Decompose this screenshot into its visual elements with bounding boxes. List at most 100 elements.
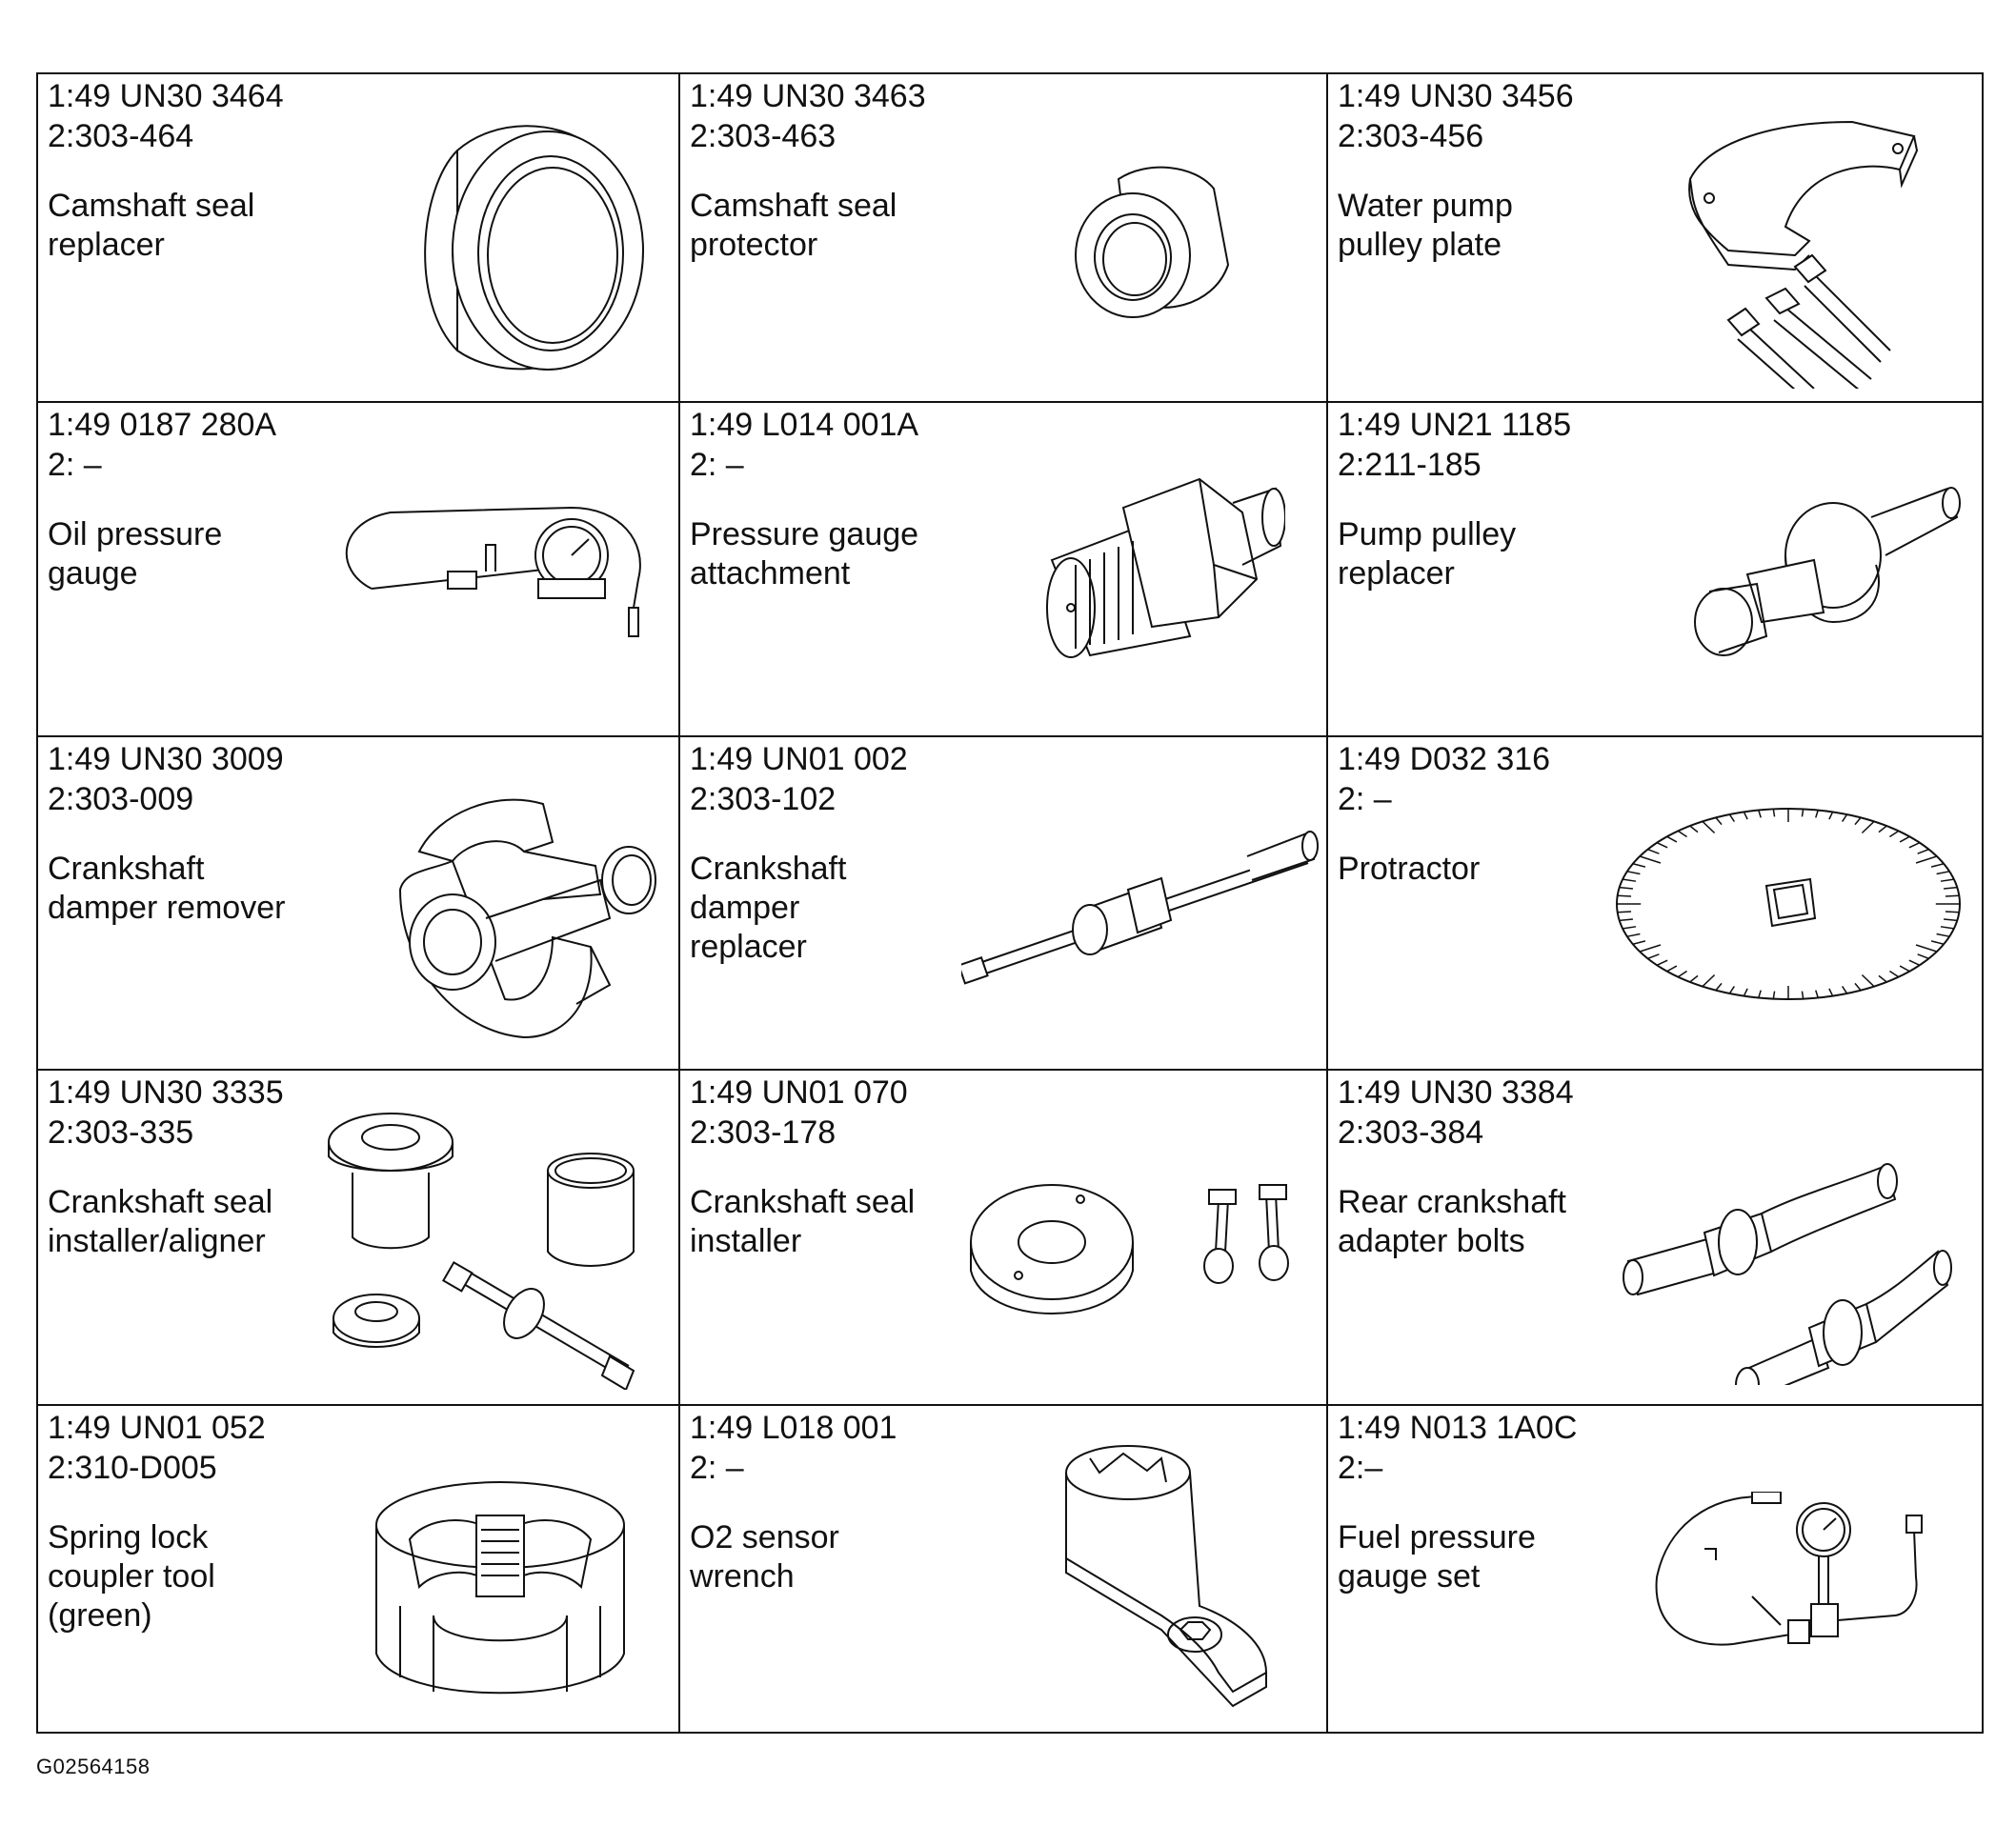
part-number-2: 2:303-009 (48, 781, 194, 817)
protractor-tick (1879, 975, 1886, 982)
protractor-tick (1900, 966, 1909, 972)
tool-cell: 1:49 UN30 3464 2:303-464 Camshaft seal r… (38, 74, 680, 403)
part-number-1: 1:49 UN01 070 (690, 1074, 908, 1111)
protractor-tick (1862, 974, 1874, 986)
part-numbers: 1:49 UN01 052 2:310-D005 (48, 1408, 266, 1488)
part-number-1: 1:49 UN30 3335 (48, 1074, 284, 1111)
protractor-tick (1773, 992, 1774, 999)
tool-name-line: Crankshaft (48, 851, 205, 887)
protractor-tick (1945, 912, 1959, 913)
part-numbers: 1:49 UN30 3456 2:303-456 (1338, 76, 1574, 156)
protractor-tick (1916, 945, 1937, 952)
tool-cell: 1:49 N013 1A0C 2:– Fuel pressure gauge s… (1328, 1406, 1982, 1732)
figure-id: G02564158 (36, 1755, 151, 1778)
protractor-tick (1648, 850, 1660, 854)
part-number-1: 1:49 UN30 3464 (48, 78, 284, 114)
part-number-2: 2: – (690, 1450, 744, 1486)
tool-name-line: Crankshaft seal (690, 1184, 916, 1220)
part-numbers: 1:49 UN01 002 2:303-102 (690, 739, 908, 819)
tool-name-line: damper (690, 890, 800, 926)
tool-cell: 1:49 D032 316 2: – Protractor (1328, 737, 1982, 1071)
tool-name-line: Rear crankshaft (1338, 1184, 1566, 1220)
protractor-tick (1716, 817, 1722, 824)
tool-cell: 1:49 UN01 070 2:303-178 Crankshaft seal … (680, 1071, 1328, 1406)
part-number-2: 2:303-456 (1338, 118, 1484, 154)
protractor-tick (1862, 821, 1874, 833)
tool-name: Pressure gauge attachment (690, 515, 1004, 593)
protractor-tick (1909, 843, 1920, 848)
protractor-tick (1744, 812, 1747, 819)
tool-cell: 1:49 L014 001A 2: – Pressure gauge attac… (680, 403, 1328, 737)
protractor-tick (1889, 831, 1898, 836)
part-number-2: 2:303-102 (690, 781, 837, 817)
part-number-1: 1:49 D032 316 (1338, 741, 1551, 777)
part-number-2: 2:303-178 (690, 1114, 837, 1151)
tool-cell: 1:49 UN30 3463 2:303-463 Camshaft seal p… (680, 74, 1328, 403)
tool-name-line: gauge set (1338, 1558, 1481, 1595)
tool-name: Oil pressure gauge (48, 515, 362, 593)
tool-name: Fuel pressure gauge set (1338, 1518, 1652, 1596)
protractor-tick (1729, 986, 1734, 993)
protractor-tick (1931, 941, 1944, 944)
part-number-1: 1:49 L018 001 (690, 1410, 897, 1446)
water-pump-pulley-plate-illustration (1671, 103, 1957, 389)
protractor-tick (1703, 974, 1715, 986)
tool-name-line: replacer (1338, 555, 1455, 592)
protractor-tick (1773, 809, 1774, 816)
fuel-pressure-gauge-set-illustration (1647, 1492, 1952, 1682)
tool-name-line: wrench (690, 1558, 795, 1595)
protractor-tick (1843, 814, 1847, 822)
tool-name-line: Pressure gauge (690, 516, 919, 552)
part-numbers: 1:49 L018 001 2: – (690, 1408, 897, 1488)
protractor-tick (1678, 831, 1686, 836)
part-number-1: 1:49 0187 280A (48, 407, 277, 443)
part-number-1: 1:49 UN30 3009 (48, 741, 284, 777)
protractor-tick (1816, 811, 1819, 818)
tool-name-line: Crankshaft (690, 851, 847, 887)
tool-name: Water pump pulley plate (1338, 187, 1652, 265)
tool-name: Crankshaft damper remover (48, 850, 362, 928)
part-number-1: 1:49 UN30 3456 (1338, 78, 1574, 114)
part-number-2: 2: – (1338, 781, 1392, 817)
part-numbers: 1:49 UN30 3384 2:303-384 (1338, 1073, 1574, 1153)
part-number-2: 2:303-463 (690, 118, 837, 154)
protractor-tick (1816, 991, 1819, 998)
protractor-tick (1944, 919, 1957, 920)
part-number-2: 2: – (690, 447, 744, 483)
protractor-tick (1855, 983, 1861, 990)
protractor-tick (1909, 960, 1920, 965)
tool-name-line: Fuel pressure (1338, 1519, 1536, 1555)
protractor-tick (1627, 933, 1641, 936)
tool-name-line: damper remover (48, 890, 286, 926)
protractor-tick (1648, 954, 1660, 959)
protractor-tick (1667, 836, 1677, 842)
tool-name-line: Water pump (1338, 188, 1513, 224)
tool-name-line: Camshaft seal (690, 188, 897, 224)
tool-cell: 1:49 UN21 1185 2:211-185 Pump pulley rep… (1328, 403, 1982, 737)
part-numbers: 1:49 UN30 3464 2:303-464 (48, 76, 284, 156)
protractor-tick (1802, 992, 1803, 999)
tool-cell: 1:49 UN01 002 2:303-102 Crankshaft dampe… (680, 737, 1328, 1071)
o2-sensor-wrench-illustration (1047, 1435, 1276, 1711)
tool-name: Rear crankshaft adapter bolts (1338, 1183, 1652, 1261)
protractor-tick (1879, 826, 1886, 833)
tool-name-line: Camshaft seal (48, 188, 255, 224)
protractor-tick (1802, 809, 1803, 816)
part-number-1: 1:49 L014 001A (690, 407, 919, 443)
tool-name-line: O2 sensor (690, 1519, 839, 1555)
protractor-tick (1640, 945, 1661, 952)
protractor-tick (1690, 826, 1698, 833)
protractor-tick (1944, 888, 1957, 889)
part-number-2: 2: – (48, 447, 102, 483)
pressure-gauge-attachment-illustration (1038, 474, 1285, 665)
protractor-tick (1941, 879, 1954, 881)
tool-cell: 1:49 UN01 052 2:310-D005 Spring lock cou… (38, 1406, 680, 1732)
protractor-tick (1931, 864, 1944, 867)
part-number-1: 1:49 UN01 002 (690, 741, 908, 777)
tool-name-line: protector (690, 227, 818, 263)
part-numbers: 1:49 N013 1A0C 2:– (1338, 1408, 1577, 1488)
spring-lock-coupler-tool-illustration (367, 1473, 643, 1711)
protractor-tick (1620, 888, 1633, 889)
protractor-tick (1667, 966, 1677, 972)
protractor-tick (1937, 872, 1950, 874)
